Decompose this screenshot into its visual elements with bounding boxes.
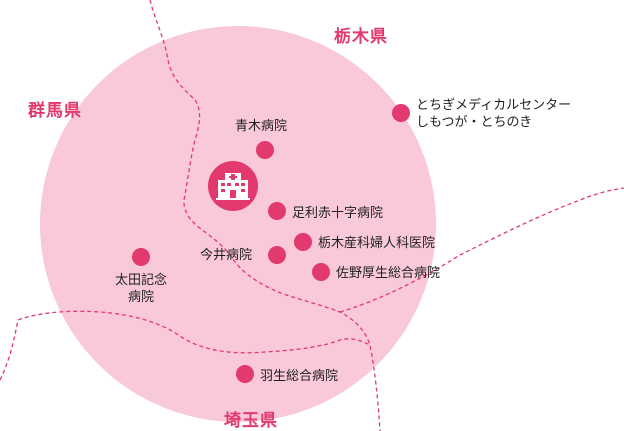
location-dot-tochigi-medical[interactable] [392, 104, 410, 122]
prefecture-label-gunma: 群馬県 [28, 101, 82, 121]
hospital-label-tochigi-medical-line1: とちぎメディカルセンター [416, 98, 572, 113]
prefecture-label-tochigi: 栃木県 [334, 27, 388, 47]
hospital-label-tochigi-medical-line2: しもつが・とちのき [416, 115, 533, 130]
hospital-label-ota-kinen[interactable]: 太田記念 病院 [110, 272, 172, 306]
location-dot-tochigi-sanka[interactable] [294, 233, 312, 251]
hospital-label-imai[interactable]: 今井病院 [200, 248, 253, 263]
hospital-label-tochigi-sanka[interactable]: 栃木産科婦人科医院 [318, 236, 436, 251]
hospital-building-icon [208, 161, 258, 211]
hospital-label-aoki[interactable]: 青木病院 [235, 119, 288, 134]
hospital-label-ota-kinen-line2: 病院 [127, 290, 154, 305]
location-dot-aoki[interactable] [256, 141, 274, 159]
border-tochigi-saitama [339, 187, 624, 313]
border-gunma-tochigi [149, 0, 381, 431]
coverage-area-circle [40, 26, 436, 422]
hospital-label-sano-kosei[interactable]: 佐野厚生総合病院 [336, 266, 441, 281]
prefecture-label-saitama: 埼玉県 [224, 411, 278, 431]
border-gunma-saitama [0, 310, 371, 381]
hospital-label-ota-kinen-line1: 太田記念 [114, 273, 167, 288]
location-dot-hanyu[interactable] [236, 365, 254, 383]
location-dot-ashikaga-red-cross[interactable] [268, 202, 286, 220]
hospital-label-ashikaga-red-cross[interactable]: 足利赤十字病院 [292, 206, 384, 221]
location-dot-sano-kosei[interactable] [312, 263, 330, 281]
location-dot-ota-kinen[interactable] [132, 248, 150, 266]
hospital-label-tochigi-medical[interactable]: とちぎメディカルセンター しもつが・とちのき [416, 97, 571, 131]
hospital-label-hanyu[interactable]: 羽生総合病院 [260, 369, 339, 384]
location-dot-imai[interactable] [268, 246, 286, 264]
